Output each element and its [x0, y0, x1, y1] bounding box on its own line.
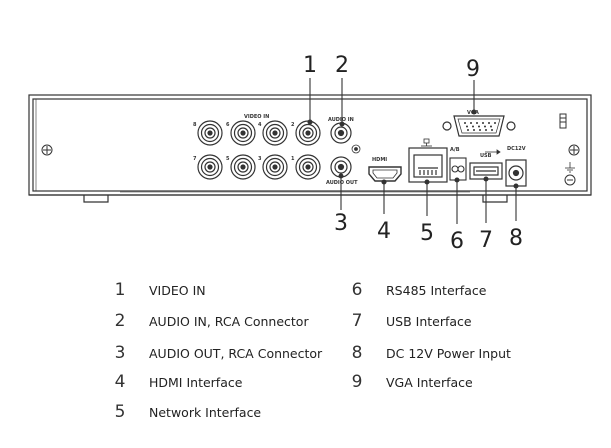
bnc-channel-number: 3 [258, 156, 262, 162]
mounting-screw-left [41, 144, 53, 156]
bnc-channel-number: 6 [226, 122, 230, 128]
bnc-channel-number: 8 [193, 122, 197, 128]
legend-text: DC 12V Power Input [386, 345, 511, 361]
bnc-connector [197, 120, 223, 146]
callout-8: 8 [509, 226, 523, 251]
bnc-connector [262, 154, 288, 180]
callout-4: 4 [377, 219, 391, 244]
audio-in-panel-label: AUDIO IN [328, 117, 354, 123]
bnc-connector [230, 154, 256, 180]
video-in-connectors: 8 6 4 2 7 5 3 1 [193, 120, 321, 180]
legend-item: 9 VGA Interface [342, 371, 473, 393]
rs485-panel-label: A/B [450, 147, 460, 153]
dc-power-jack [505, 159, 527, 187]
legend-text: VGA Interface [386, 374, 473, 390]
network-icon [421, 138, 432, 147]
legend-number: 3 [114, 343, 126, 363]
legend-item: 1 VIDEO IN [105, 279, 206, 301]
legend-number: 5 [114, 402, 126, 422]
bnc-channel-number: 7 [193, 156, 197, 162]
vent-slots [559, 113, 567, 129]
audio-out-panel-label: AUDIO OUT [326, 180, 358, 186]
legend-item: 4 HDMI Interface [105, 371, 243, 393]
legend-item: 6 RS485 Interface [342, 279, 487, 301]
usb-port [469, 162, 503, 180]
callout-2: 2 [335, 53, 349, 78]
bnc-connector [295, 120, 321, 146]
callout-5: 5 [420, 221, 434, 246]
bnc-channel-number: 1 [291, 156, 295, 162]
legend-number: 4 [114, 372, 126, 392]
legend-item: 8 DC 12V Power Input [342, 342, 511, 364]
bnc-connector [295, 154, 321, 180]
video-in-panel-label: VIDEO IN [244, 114, 269, 120]
legend-item: 3 AUDIO OUT, RCA Connector [105, 342, 323, 364]
ground-terminal [564, 174, 576, 186]
hdmi-port [368, 166, 402, 182]
legend-text: VIDEO IN [149, 282, 206, 298]
callout-leader-lines [307, 78, 519, 224]
legend: 1 VIDEO IN 2 AUDIO IN, RCA Connector 3 A… [0, 270, 611, 448]
legend-text: HDMI Interface [149, 374, 243, 390]
legend-item: 2 AUDIO IN, RCA Connector [105, 310, 309, 332]
legend-number: 1 [114, 280, 126, 300]
legend-number: 9 [351, 372, 363, 392]
legend-text: AUDIO OUT, RCA Connector [149, 345, 323, 361]
bnc-channel-number: 2 [291, 122, 295, 128]
usb-icon [485, 149, 501, 155]
legend-item: 5 Network Interface [105, 401, 262, 423]
vga-port [442, 115, 516, 137]
mounting-screw-right [568, 144, 580, 156]
bnc-connector [230, 120, 256, 146]
legend-item: 7 USB Interface [342, 310, 472, 332]
bnc-connector [262, 120, 288, 146]
network-port [408, 147, 448, 183]
legend-number: 7 [351, 311, 363, 331]
usb-panel-label: USB [480, 153, 492, 159]
hdmi-panel-label: HDMI [372, 157, 387, 163]
bnc-channel-number: 4 [258, 122, 262, 128]
dc-panel-label: DC12V [507, 146, 526, 152]
callout-7: 7 [479, 228, 493, 253]
legend-text: Network Interface [149, 404, 262, 420]
legend-number: 8 [351, 343, 363, 363]
callout-3: 3 [334, 211, 348, 236]
legend-text: RS485 Interface [386, 282, 487, 298]
legend-text: USB Interface [386, 313, 472, 329]
legend-number: 2 [114, 311, 126, 331]
ground-icon [565, 162, 575, 173]
callout-1: 1 [303, 53, 317, 78]
bnc-connector [197, 154, 223, 180]
callout-6: 6 [450, 229, 464, 254]
record-icon [351, 144, 361, 154]
bnc-channel-number: 5 [226, 156, 230, 162]
legend-text: AUDIO IN, RCA Connector [149, 313, 309, 329]
audio-out-connector [330, 156, 352, 178]
callout-9: 9 [466, 57, 480, 82]
rs485-terminal [449, 157, 467, 181]
rear-panel-diagram: VIDEO IN AUDIO IN AUDIO OUT HDMI VGA A/B… [28, 53, 592, 254]
legend-number: 6 [351, 280, 363, 300]
